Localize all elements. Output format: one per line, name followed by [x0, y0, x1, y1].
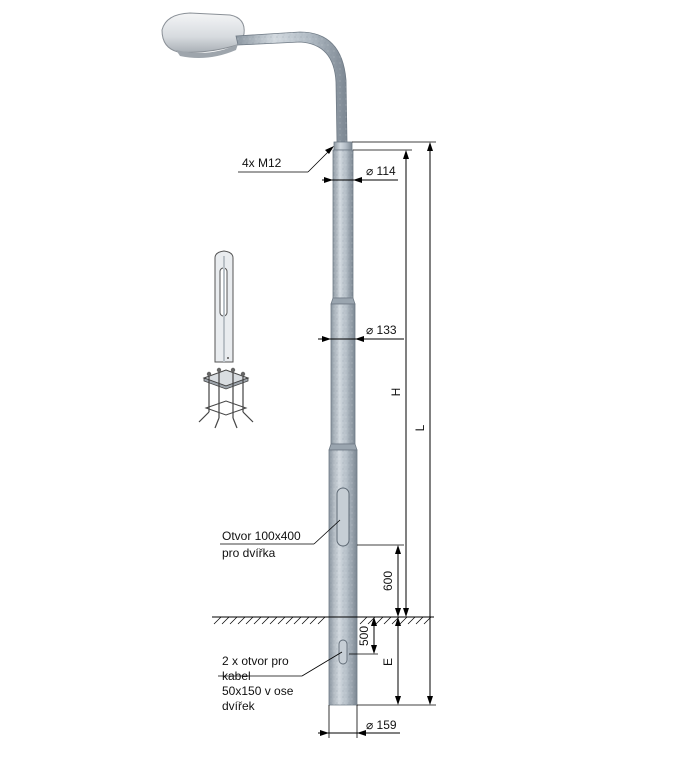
diameter-133-label: ⌀ 133 — [366, 323, 397, 337]
diameter-114: ⌀ 114 — [322, 164, 398, 183]
diameter-114-label: ⌀ 114 — [366, 164, 396, 178]
dimension-500: 500 — [357, 617, 377, 654]
bolts-label: 4x M12 — [242, 156, 282, 170]
dimension-h: H — [389, 150, 409, 617]
dimension-l-label: L — [413, 424, 427, 431]
diameter-159-label: ⌀ 159 — [366, 718, 397, 732]
bolts-callout: 4x M12 — [238, 146, 334, 173]
door-callout: Otvor 100x400 pro dvířka — [220, 519, 341, 560]
anchor-foundation-illustration — [198, 250, 254, 429]
ground-line — [212, 616, 434, 625]
dimension-l: L — [413, 142, 433, 705]
dimension-e-label: E — [381, 658, 395, 666]
cable-callout: 2 x otvor pro kabel 50x150 v ose dvířek — [218, 651, 343, 713]
dimension-e: E — [381, 617, 401, 705]
cable-opening — [338, 639, 348, 665]
cable-label-line3: 50x150 v ose — [222, 684, 294, 698]
diameter-159: ⌀ 159 — [318, 718, 400, 736]
door-label-line2: pro dvířka — [222, 546, 276, 560]
pole-shaft — [328, 141, 358, 706]
cable-label-line4: dvířek — [222, 699, 256, 713]
diameter-133: ⌀ 133 — [318, 323, 404, 342]
dimension-600-label: 600 — [381, 571, 395, 591]
dimension-500-label: 500 — [357, 626, 371, 646]
door-label-line1: Otvor 100x400 — [222, 529, 301, 543]
dimension-h-label: H — [389, 388, 403, 397]
pole-arm — [235, 31, 348, 143]
cable-label-line2: kabel — [222, 669, 251, 683]
door-opening — [336, 487, 350, 547]
cable-label-line1: 2 x otvor pro — [222, 654, 289, 668]
dimension-600: 600 — [381, 545, 401, 617]
lamp-head — [161, 12, 245, 58]
